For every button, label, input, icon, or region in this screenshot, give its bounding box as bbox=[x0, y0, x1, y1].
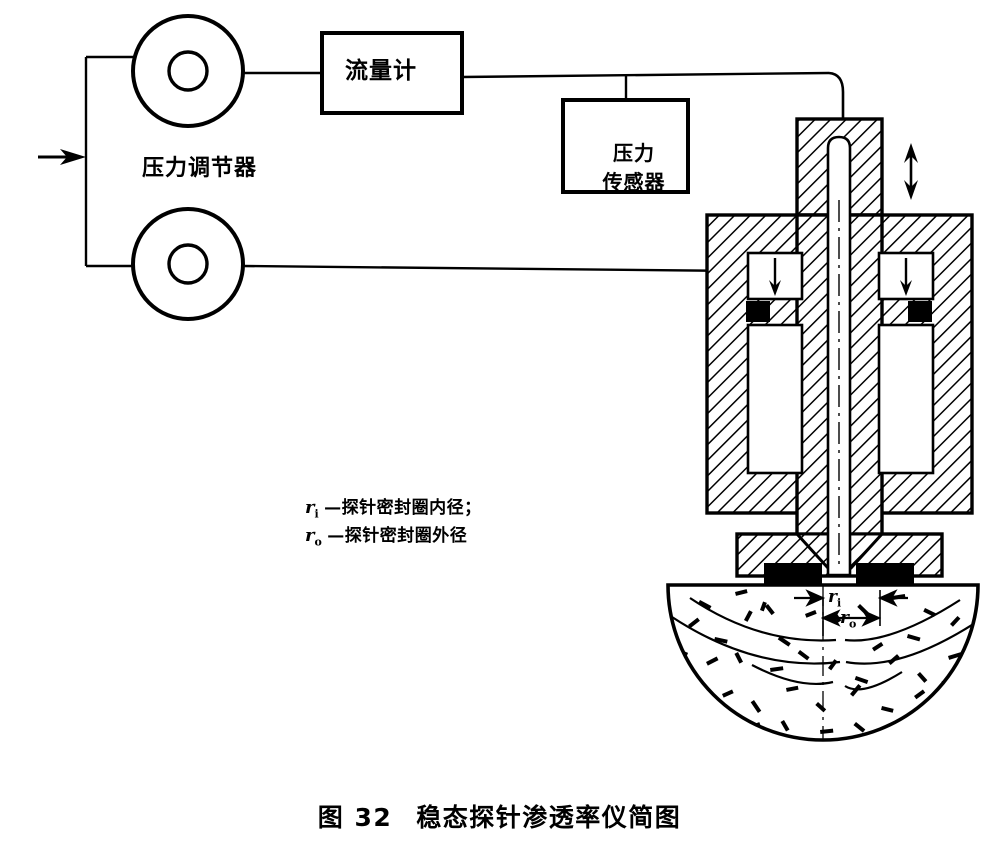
legend-dash-1: — bbox=[324, 498, 342, 518]
dimension-label-ro: ro bbox=[840, 608, 857, 631]
pressure-sensor-label: 压力传感器 bbox=[592, 141, 676, 195]
rock-flow-lines bbox=[671, 586, 978, 740]
legend-item-outer-radius: ro —探针密封圈外径 bbox=[305, 523, 482, 551]
legend-symbol-ro: ro bbox=[305, 524, 322, 549]
pneumatic-circuit bbox=[38, 14, 845, 321]
figure-number: 图 32 bbox=[317, 803, 393, 832]
chamber-upper-left bbox=[746, 251, 804, 301]
seal-housing-right bbox=[908, 301, 932, 322]
probe-seal-ring-right bbox=[856, 563, 914, 586]
line-flowmeter-right bbox=[461, 71, 830, 79]
flow-meter-box bbox=[320, 31, 464, 115]
line-regulator-to-collar bbox=[242, 264, 743, 273]
legend-dash-2: — bbox=[327, 525, 345, 546]
pressure-regulator-label: 压力调节器 bbox=[142, 156, 258, 181]
line-into-probe-top bbox=[828, 71, 845, 126]
rock-sample bbox=[666, 583, 980, 742]
probe-seal-ring-left bbox=[764, 563, 822, 586]
pressure-sensor-label-line1: 压力 bbox=[613, 141, 655, 165]
pressure-sensor-label-line2: 传感器 bbox=[602, 169, 666, 194]
pressure-sensor-box bbox=[561, 98, 690, 194]
gas-inlet-arrow bbox=[38, 149, 86, 165]
chamber-lower-left bbox=[746, 323, 804, 475]
legend-text-2: 探针密封圈外径 bbox=[344, 525, 468, 546]
legend-item-inner-radius: ri —探针密封圈内径； bbox=[305, 495, 482, 523]
pressure-regulator-lower[interactable] bbox=[131, 207, 245, 321]
seal-housing-left bbox=[746, 301, 770, 322]
pressure-regulator-upper[interactable] bbox=[131, 14, 245, 128]
chamber-lower-right bbox=[877, 323, 935, 475]
figure-title: 稳态探针渗透率仪简图 bbox=[416, 803, 682, 832]
legend: ri —探针密封圈内径； ro —探针密封圈外径 bbox=[305, 495, 482, 550]
probe-assembly bbox=[705, 117, 974, 588]
chamber-upper-right bbox=[877, 251, 935, 301]
legend-text-1: 探针密封圈内径； bbox=[341, 498, 482, 518]
probe-vertical-travel-arrow bbox=[904, 143, 918, 200]
figure-caption: 图 32 稳态探针渗透率仪简图 bbox=[0, 798, 999, 834]
legend-symbol-ri: ri bbox=[305, 497, 319, 521]
dimension-label-ri: ri bbox=[828, 587, 842, 610]
flow-meter-label: 流量计 bbox=[345, 58, 417, 84]
